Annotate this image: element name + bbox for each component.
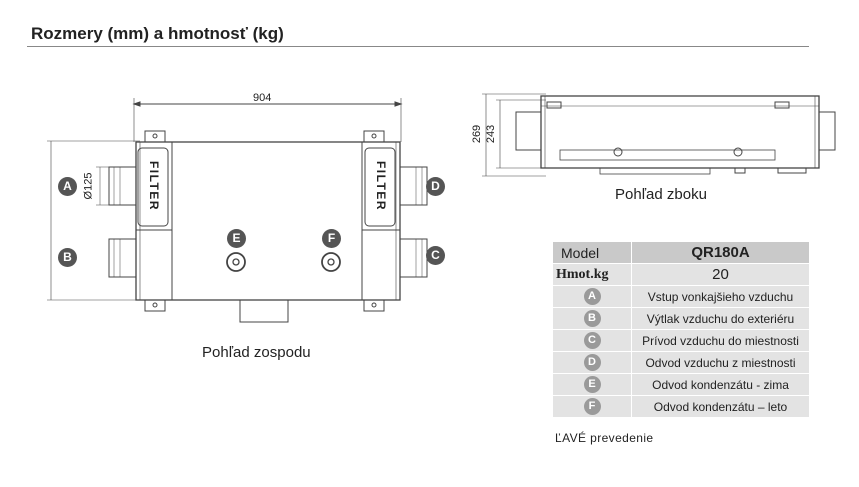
page-title: Rozmery (mm) a hmotnosť (kg)	[31, 24, 284, 43]
legend-badge-c: C	[583, 332, 601, 349]
port-badge-d: D	[426, 177, 445, 196]
legend-badge-f: F	[583, 398, 601, 415]
table-row: B Výtlak vzduchu do exteriéru	[552, 307, 810, 330]
model-label: Model	[552, 241, 632, 264]
side-view-caption: Pohľad zboku	[615, 186, 707, 203]
model-value: QR180A	[631, 241, 810, 264]
bottom-outlet	[239, 299, 289, 323]
duct-d	[399, 166, 428, 206]
table-row: Hmot.kg 20	[552, 263, 810, 286]
legend-text-f: Odvod kondenzátu – leto	[631, 395, 810, 418]
legend-text-e: Odvod kondenzátu - zima	[631, 373, 810, 396]
bottom-view-caption: Pohľad zospodu	[202, 344, 311, 361]
legend-text-d: Odvod vzduchu z miestnosti	[631, 351, 810, 374]
unit-body	[135, 141, 401, 301]
table-row: E Odvod kondenzátu - zima	[552, 373, 810, 396]
duct-a	[108, 166, 137, 206]
port-badge-b: B	[58, 248, 77, 267]
duct-b	[108, 238, 137, 278]
table-row: F Odvod kondenzátu – leto	[552, 395, 810, 418]
filter-panel-left	[137, 147, 169, 227]
table-row: C Prívod vzduchu do miestnosti	[552, 329, 810, 352]
drain-e	[226, 252, 246, 272]
filter-label-right: FILTER	[374, 160, 389, 212]
legend-text-a: Vstup vonkajšieho vzduchu	[631, 285, 810, 308]
diameter-dimension-label: Ø125	[82, 172, 95, 200]
table-row: Model QR180A	[552, 241, 810, 264]
width-dimension	[132, 98, 403, 142]
port-badge-a: A	[58, 177, 77, 196]
side-height-inner: 243	[485, 124, 498, 144]
port-badge-c: C	[426, 246, 445, 265]
drain-f	[321, 252, 341, 272]
filter-panel-right	[364, 147, 396, 227]
height-dimension-left	[47, 140, 140, 301]
side-view-drawing	[482, 93, 836, 177]
orientation-note: ĽAVÉ prevedenie	[555, 431, 654, 445]
legend-badge-e: E	[583, 376, 601, 393]
legend-text-c: Prívod vzduchu do miestnosti	[631, 329, 810, 352]
duct-c	[399, 238, 428, 278]
width-dimension-label: 904	[253, 92, 272, 104]
port-badge-e: E	[227, 229, 246, 248]
side-height-outer: 269	[471, 124, 484, 144]
port-badge-f: F	[322, 229, 341, 248]
filter-label-left: FILTER	[147, 160, 162, 212]
title-divider	[27, 46, 809, 47]
legend-badge-d: D	[583, 354, 601, 371]
legend-text-b: Výtlak vzduchu do exteriéru	[631, 307, 810, 330]
legend-badge-a: A	[583, 288, 601, 305]
weight-label: Hmot.kg	[552, 263, 632, 286]
weight-value: 20	[631, 263, 810, 286]
table-row: D Odvod vzduchu z miestnosti	[552, 351, 810, 374]
spec-table: Model QR180A Hmot.kg 20 A Vstup vonkajši…	[552, 241, 810, 418]
legend-badge-b: B	[583, 310, 601, 327]
table-row: A Vstup vonkajšieho vzduchu	[552, 285, 810, 308]
